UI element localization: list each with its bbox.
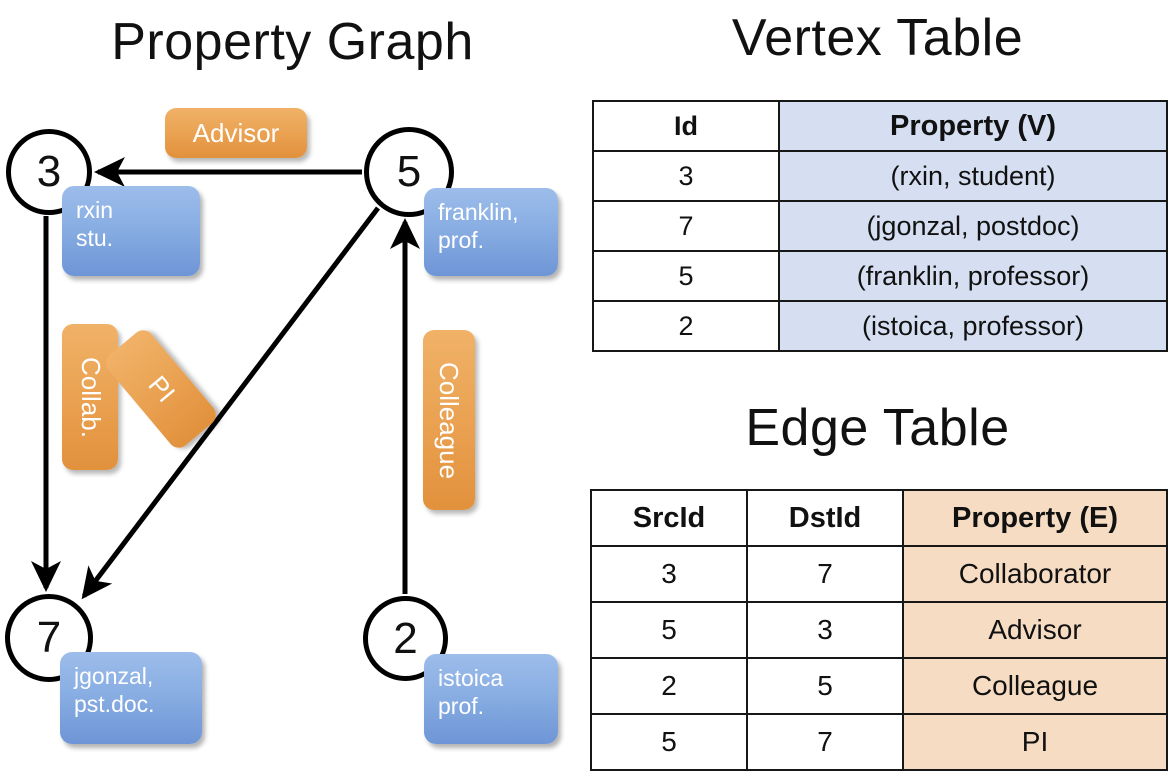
edge-cell-dstid: 3: [746, 601, 904, 659]
vertex-table-header-row: Id Property (V): [592, 100, 1168, 152]
table-row: 5 3 Advisor: [590, 601, 1168, 659]
vertex-cell-id: 2: [592, 300, 780, 352]
edge-label-colleague: Colleague: [423, 330, 475, 510]
edge-cell-property: Advisor: [902, 601, 1168, 659]
edge-label-collab-text: Collab.: [75, 356, 106, 438]
edge-table-header-dstid: DstId: [746, 489, 904, 547]
edge-label-pi-text: PI: [141, 369, 181, 408]
vertex-cell-property: (rxin, student): [778, 150, 1168, 202]
edge-cell-dstid: 7: [746, 713, 904, 771]
property-graph-diagram: 3 5 7 2 rxin stu. franklin, prof. jgonza…: [0, 0, 585, 760]
edge-label-advisor: Advisor: [165, 108, 307, 158]
table-row: 5 (franklin, professor): [592, 250, 1168, 302]
graph-node-2[interactable]: 2: [363, 596, 448, 681]
edge-label-colleague-text: Colleague: [434, 361, 465, 479]
edge-cell-property: Colleague: [902, 657, 1168, 715]
table-row: 5 7 PI: [590, 713, 1168, 771]
edge-cell-srcid: 3: [590, 545, 748, 603]
vertex-table: Id Property (V) 3 (rxin, student) 7 (jgo…: [592, 100, 1168, 352]
edge-cell-property: PI: [902, 713, 1168, 771]
edge-table: SrcId DstId Property (E) 3 7 Collaborato…: [590, 489, 1168, 771]
vertex-table-header-property: Property (V): [778, 100, 1168, 152]
table-row: 2 (istoica, professor): [592, 300, 1168, 352]
table-row: 7 (jgonzal, postdoc): [592, 200, 1168, 252]
edge-table-header-property: Property (E): [902, 489, 1168, 547]
vertex-property-box-2: istoica prof.: [424, 654, 558, 744]
table-row: 3 7 Collaborator: [590, 545, 1168, 603]
graph-node-5[interactable]: 5: [364, 127, 454, 217]
edge-label-advisor-text: Advisor: [192, 117, 280, 148]
edge-table-header-row: SrcId DstId Property (E): [590, 489, 1168, 547]
vertex-cell-property: (istoica, professor): [778, 300, 1168, 352]
page-title-edge-table: Edge Table: [745, 399, 1010, 457]
vertex-property-box-3: rxin stu.: [62, 186, 200, 276]
edge-cell-property: Collaborator: [902, 545, 1168, 603]
vertex-property-box-5: franklin, prof.: [424, 188, 558, 276]
page-title-vertex-table: Vertex Table: [731, 9, 1024, 67]
edge-table-header-srcid: SrcId: [590, 489, 748, 547]
vertex-cell-property: (franklin, professor): [778, 250, 1168, 302]
table-row: 2 5 Colleague: [590, 657, 1168, 715]
vertex-cell-id: 5: [592, 250, 780, 302]
table-row: 3 (rxin, student): [592, 150, 1168, 202]
edge-cell-srcid: 5: [590, 601, 748, 659]
edge-cell-dstid: 7: [746, 545, 904, 603]
vertex-cell-property: (jgonzal, postdoc): [778, 200, 1168, 252]
vertex-cell-id: 7: [592, 200, 780, 252]
vertex-property-box-7: jgonzal, pst.doc.: [60, 652, 202, 744]
vertex-table-header-id: Id: [592, 100, 780, 152]
edge-5-to-7-pi: [81, 206, 380, 600]
edge-cell-dstid: 5: [746, 657, 904, 715]
vertex-cell-id: 3: [592, 150, 780, 202]
graph-edges-svg: [31, 157, 420, 600]
edge-cell-srcid: 5: [590, 713, 748, 771]
page-title-property-graph: Property Graph: [111, 13, 474, 71]
edge-label-collab: Collab.: [62, 324, 118, 470]
edge-cell-srcid: 2: [590, 657, 748, 715]
